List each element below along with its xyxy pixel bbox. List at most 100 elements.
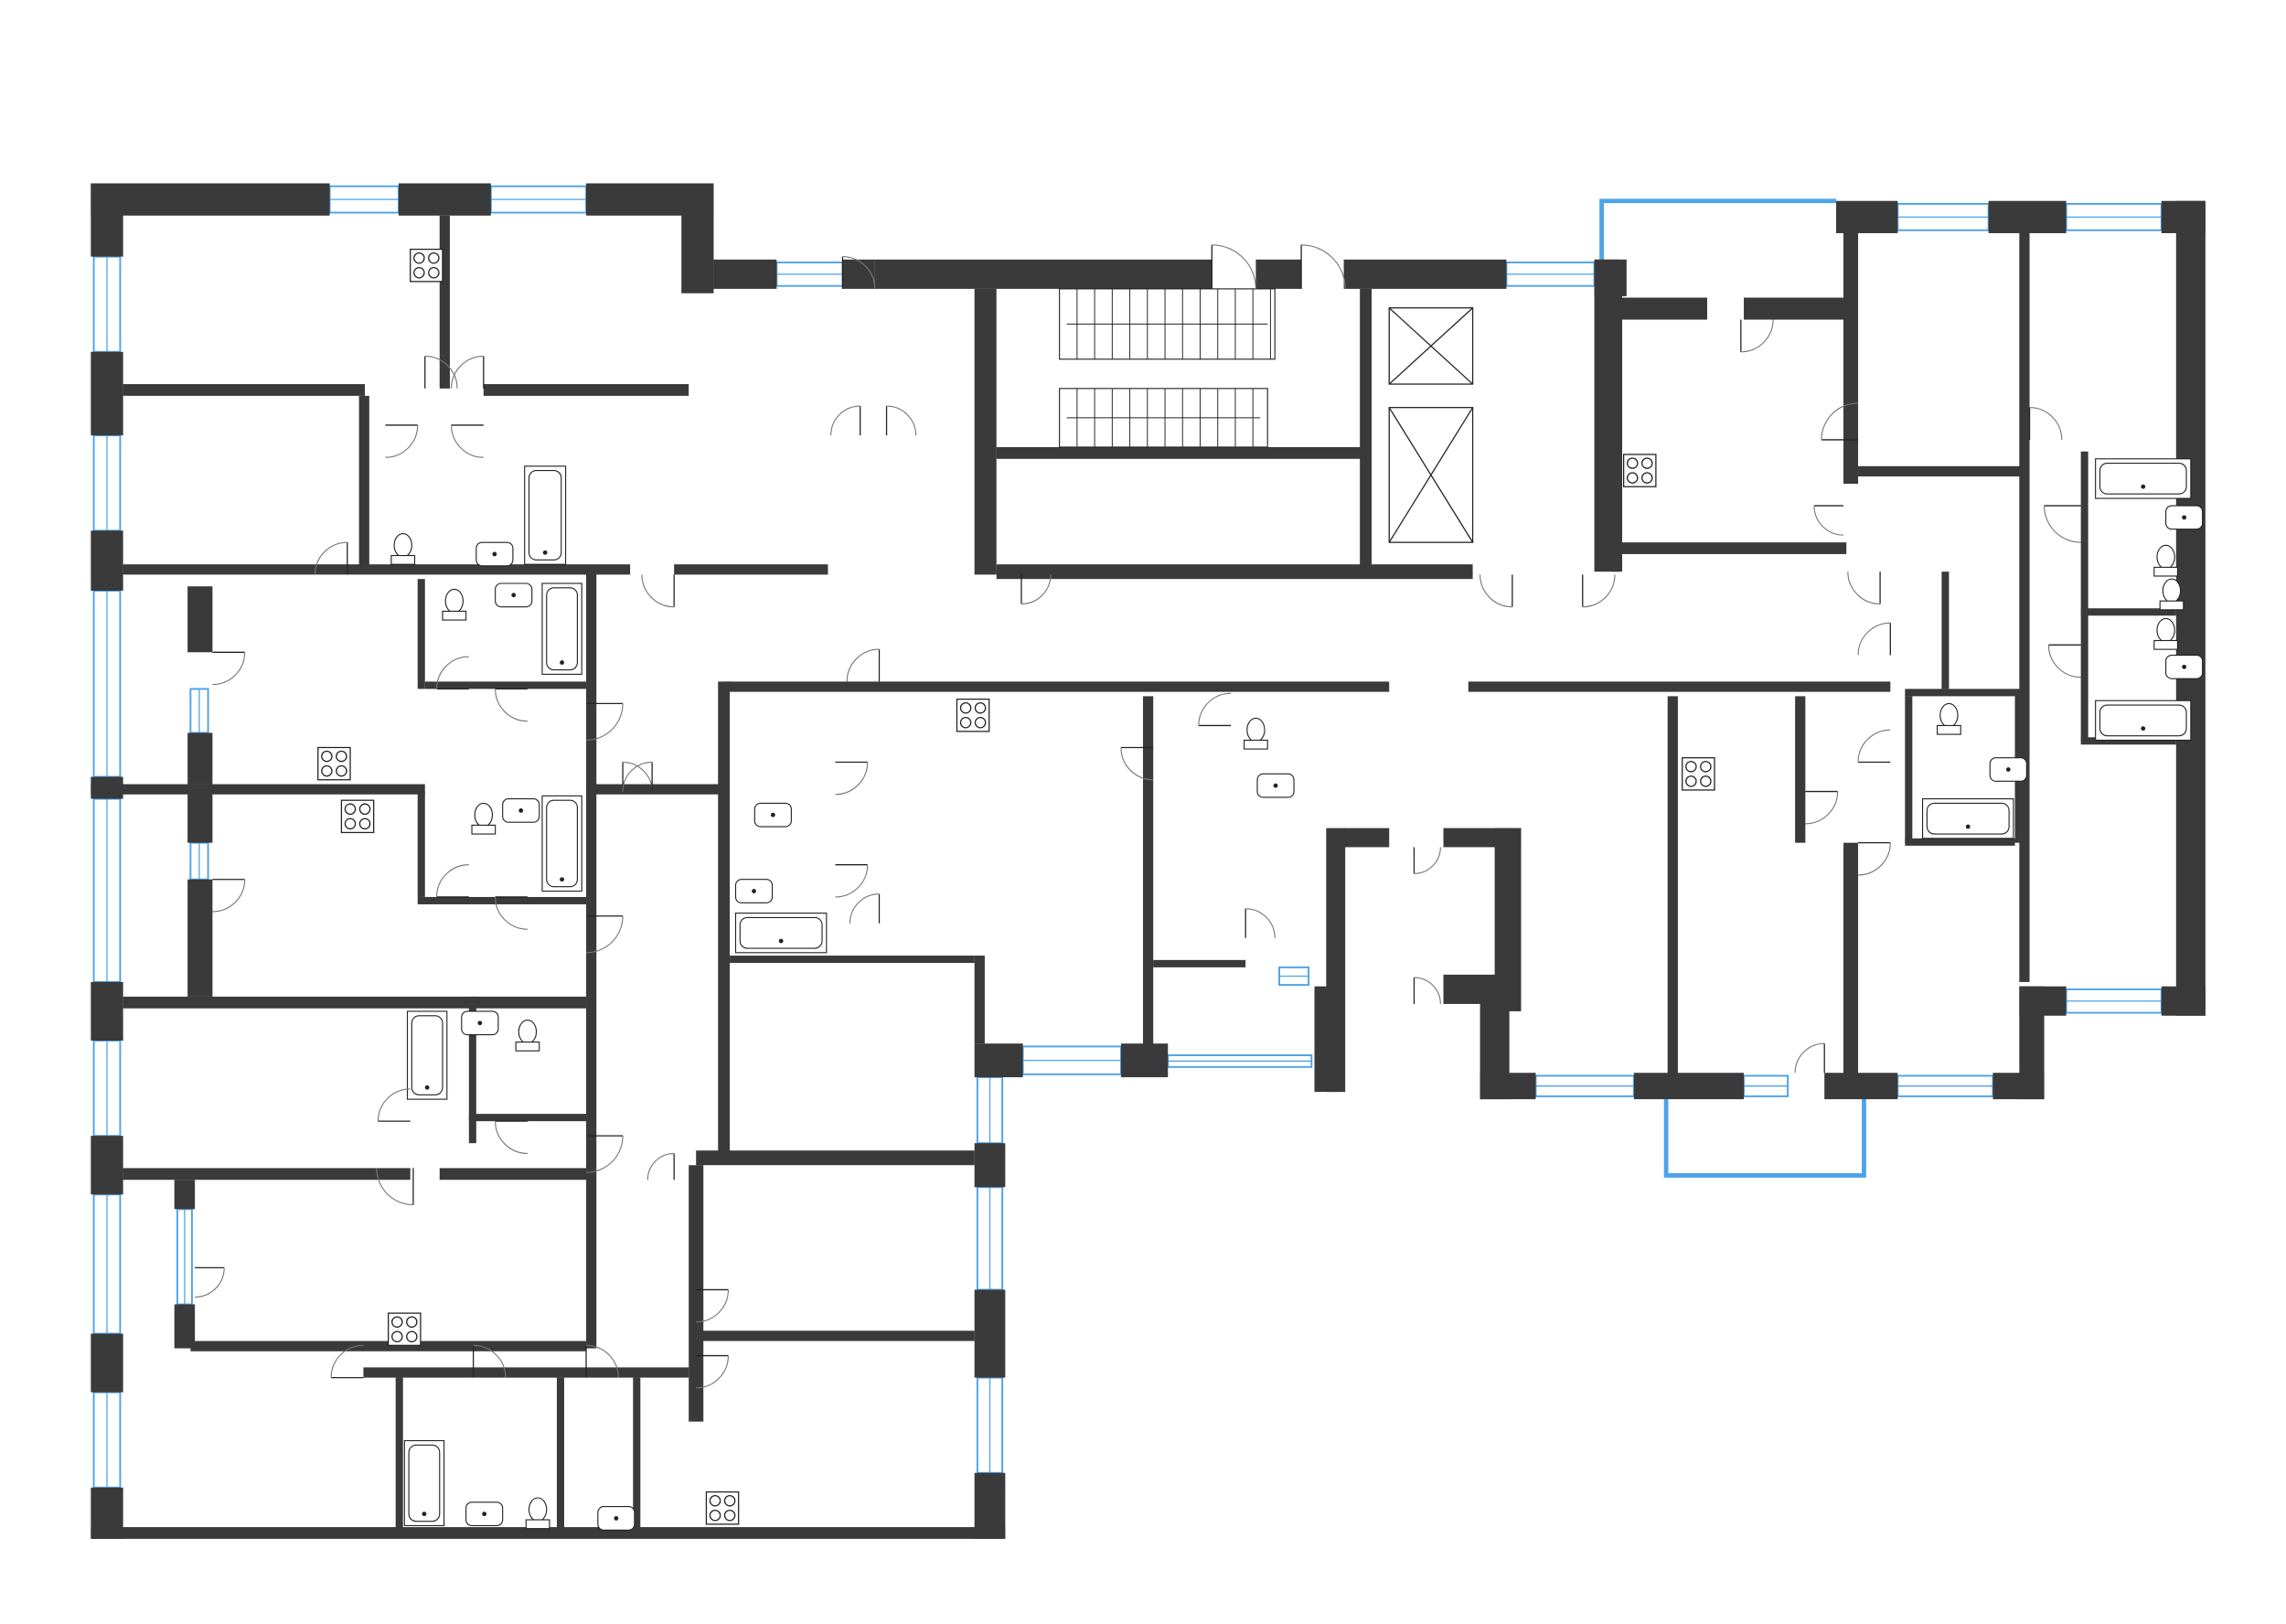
door-icon	[495, 688, 528, 722]
door-swing-arc	[330, 1344, 364, 1378]
wall	[2161, 986, 2206, 1016]
sink-icon	[465, 1501, 504, 1527]
door-icon	[885, 405, 917, 436]
bathtub-frame	[403, 1439, 445, 1527]
door-icon	[1858, 842, 1891, 876]
toilet-tank	[471, 824, 497, 835]
door-swing-arc	[830, 405, 860, 436]
bathtub-icon	[2095, 458, 2192, 499]
wall	[123, 996, 587, 1009]
wall	[187, 879, 213, 997]
door-swing-arc	[641, 574, 675, 608]
doors-layer	[195, 244, 2081, 1389]
stove-burner	[1641, 472, 1653, 484]
toilet-tank	[2159, 600, 2185, 611]
door-icon	[451, 424, 484, 458]
toilet-icon	[2159, 578, 2185, 611]
sink-drain	[2182, 515, 2187, 520]
bathtub-icon	[406, 1010, 448, 1100]
wall	[91, 530, 123, 592]
door-swing-arc	[849, 893, 880, 924]
door-icon	[846, 648, 881, 682]
door-swing-arc	[424, 356, 458, 389]
door-swing-arc	[646, 1152, 675, 1181]
door-swing-arc	[473, 1344, 507, 1378]
wall	[874, 259, 1212, 289]
wall	[1153, 959, 1246, 967]
balcony-railing	[1599, 198, 1837, 260]
wall	[91, 183, 123, 257]
sink-icon	[753, 802, 792, 828]
wall	[468, 996, 476, 1144]
door-icon	[1479, 574, 1513, 608]
stove-burner	[344, 803, 357, 816]
stove-icon	[1682, 757, 1715, 791]
door-swing-arc	[1582, 574, 1616, 608]
toilet-tank	[1244, 739, 1268, 750]
wall	[174, 1180, 196, 1210]
stove-burner	[974, 716, 987, 729]
door-swing-arc	[1805, 791, 1839, 825]
wall	[689, 1165, 704, 1422]
toilet-icon	[2153, 544, 2178, 577]
wall	[190, 1341, 587, 1352]
sink-drain	[477, 1020, 483, 1026]
door-swing-arc	[1414, 847, 1441, 874]
door-icon	[451, 356, 485, 389]
bathtub-icon	[403, 1439, 445, 1527]
wall	[424, 681, 587, 689]
toilet-icon	[390, 532, 416, 565]
bathtub-basin	[1926, 802, 2010, 835]
wall	[713, 259, 777, 289]
wall	[974, 1043, 1023, 1078]
sink-drain	[770, 812, 775, 817]
sink-icon	[495, 582, 533, 608]
door-swing-arc	[886, 405, 917, 436]
door-icon	[436, 656, 469, 690]
door-icon	[586, 915, 624, 954]
wall	[2080, 737, 2176, 745]
door-icon	[1020, 574, 1052, 604]
wall	[1667, 696, 1678, 1078]
bathtub-basin	[408, 1444, 441, 1522]
bathtub-drain	[778, 938, 784, 944]
stove-burner	[1700, 775, 1712, 787]
door-icon	[849, 893, 881, 924]
wall	[439, 215, 450, 389]
bathtub-frame	[406, 1010, 448, 1100]
wall	[633, 1377, 641, 1532]
wall	[2019, 231, 2030, 982]
stove-burner	[391, 1316, 403, 1328]
wall	[1611, 288, 1623, 572]
toilet-tank	[390, 554, 416, 565]
bathtub-icon	[1922, 798, 2014, 839]
bathtub-frame	[524, 465, 567, 565]
sink-drain	[614, 1516, 619, 1521]
stove-burner	[959, 701, 972, 714]
toilet-icon	[1244, 717, 1268, 750]
door-icon	[835, 761, 869, 796]
wall	[1843, 842, 1859, 1078]
bathtub-icon	[541, 582, 582, 675]
door-icon	[1300, 244, 1346, 289]
bathtub-drain	[422, 1512, 427, 1517]
elevator-cross	[1388, 407, 1474, 543]
bathtub-basin	[546, 799, 578, 888]
wall	[730, 956, 975, 964]
wall	[674, 564, 828, 575]
wall	[696, 1150, 975, 1166]
door-swing-arc	[495, 689, 528, 722]
bathtub-icon	[734, 913, 828, 954]
bathtub-basin	[546, 587, 578, 671]
stairs-icon	[1059, 388, 1268, 448]
sink-drain	[492, 551, 497, 557]
door-icon	[1582, 574, 1616, 608]
door-icon	[2047, 644, 2081, 678]
door-icon	[835, 864, 869, 898]
wall	[996, 446, 1363, 459]
sink-drain	[752, 889, 756, 893]
stove-burner	[723, 1494, 736, 1507]
door-swing-arc	[385, 424, 419, 458]
sink-drain	[2182, 664, 2187, 669]
sink-drain	[511, 593, 517, 598]
